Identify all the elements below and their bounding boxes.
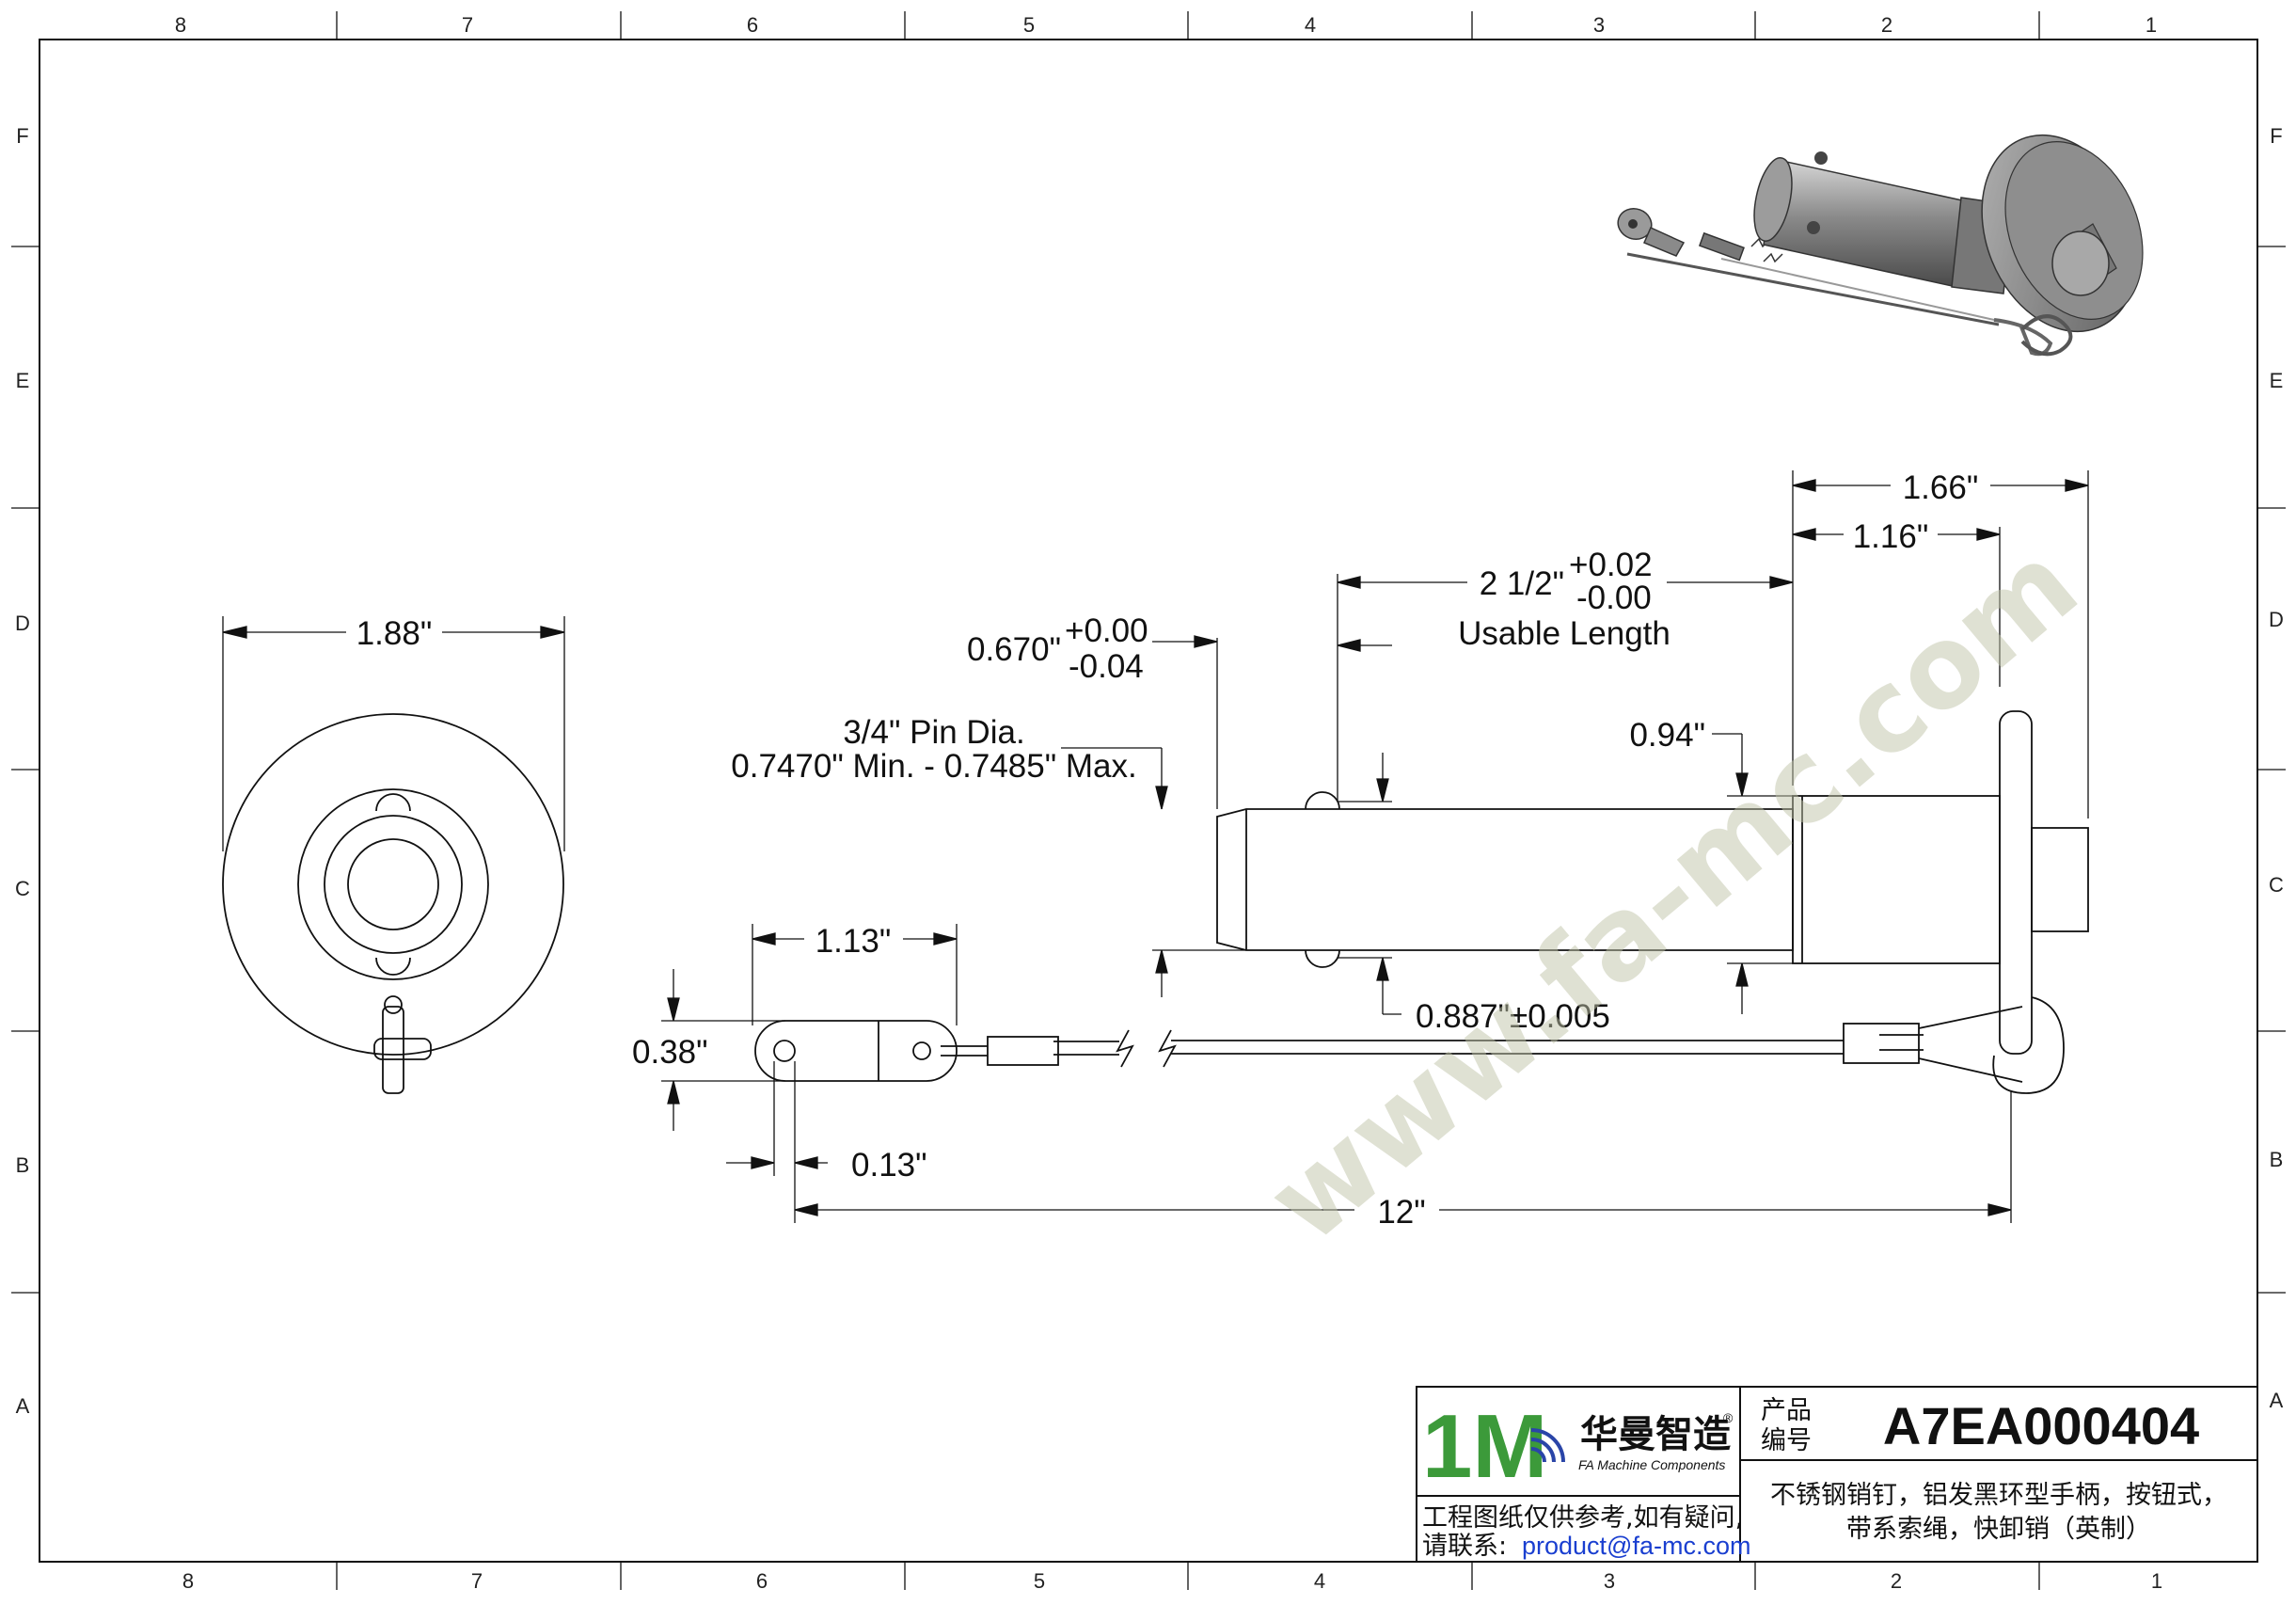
title-block	[1416, 1386, 2258, 1563]
grid-col-top: 8	[175, 13, 186, 37]
registered-mark: ®	[1723, 1410, 1734, 1425]
grid-col-top: 1	[2146, 13, 2157, 37]
grid-ticks	[11, 11, 2286, 1590]
grid-col-top: 6	[747, 13, 758, 37]
grid-col-bottom: 2	[1891, 1569, 1902, 1593]
tab-width-label: 0.38"	[632, 1034, 708, 1071]
brand-en: FA Machine Components	[1578, 1457, 1725, 1472]
drawing-note: 工程图纸仅供参考,如有疑问,	[1422, 1503, 1743, 1533]
product-label-2: 编号	[1761, 1426, 1812, 1455]
product-description-line1: 不锈钢销钉，铝发黑环型手柄，按钮式，	[1770, 1481, 2227, 1510]
grid-row-right: A	[2270, 1389, 2284, 1412]
drawing-border	[39, 39, 2258, 1563]
usable-length-value: 2 1/2"	[1480, 565, 1564, 602]
product-label-1: 产品	[1761, 1396, 1812, 1425]
grid-row-left: D	[15, 612, 30, 635]
end-view	[222, 713, 564, 1094]
grid-row-left: F	[16, 124, 28, 148]
contact-prefix: 请联系:	[1422, 1532, 1507, 1561]
grid-row-right: E	[2270, 369, 2284, 392]
overall-length-label: 1.66"	[1903, 469, 1979, 506]
grid-row-right: B	[2270, 1148, 2284, 1171]
contact-email-link[interactable]: product@fa-mc.com	[1522, 1532, 1750, 1560]
usable-tol-minus: -0.00	[1576, 580, 1652, 616]
flange-dia-label: 1.88"	[356, 615, 433, 652]
grid-row-left: B	[16, 1153, 30, 1177]
grid-col-bottom: 4	[1314, 1569, 1325, 1593]
grid-col-top: 7	[462, 13, 473, 37]
tab-length-label: 1.13"	[815, 923, 892, 960]
logo-mark: 1M	[1422, 1396, 1547, 1497]
grid-row-left: A	[16, 1394, 30, 1418]
grid-row-left: C	[15, 877, 30, 900]
grid-col-top: 3	[1593, 13, 1605, 37]
tab-hole-label: 0.13"	[851, 1147, 927, 1184]
grid-col-top: 2	[1881, 13, 1892, 37]
usable-length-caption: Usable Length	[1458, 615, 1671, 652]
ball-tol-plus: +0.00	[1065, 612, 1148, 649]
pin-dia-label: 3/4" Pin Dia.	[843, 714, 1024, 751]
usable-tol-plus: +0.02	[1569, 547, 1653, 583]
side-view-dimensions	[661, 470, 2089, 1223]
grid-col-bottom: 7	[471, 1569, 483, 1593]
product-code: A7EA000404	[1883, 1396, 2199, 1455]
grid-col-bottom: 5	[1034, 1569, 1045, 1593]
ball-dia-value: 0.670"	[967, 631, 1061, 668]
ball-tol-minus: -0.04	[1069, 648, 1144, 685]
product-description-line2: 带系索绳，快卸销（英制）	[1846, 1515, 2151, 1544]
grid-row-right: D	[2269, 608, 2284, 631]
grid-row-left: E	[16, 369, 30, 392]
isometric-view	[1617, 134, 2144, 357]
watermark-text: www.fa-mc.com	[1244, 519, 2102, 1269]
groove-label: 0.887"±0.005	[1416, 998, 1610, 1035]
grid-row-right: F	[2270, 124, 2282, 148]
grid-col-top: 4	[1305, 13, 1316, 37]
collar-label: 0.94"	[1629, 717, 1705, 754]
grid-col-bottom: 3	[1604, 1569, 1615, 1593]
cable-length-label: 12"	[1377, 1194, 1425, 1231]
grid-col-top: 5	[1023, 13, 1035, 37]
side-view	[754, 710, 2089, 1094]
pin-dia-tolerance: 0.7470" Min. - 0.7485" Max.	[731, 748, 1136, 785]
grid-row-right: C	[2269, 873, 2284, 897]
grid-col-bottom: 6	[756, 1569, 768, 1593]
brand-cn: 华曼智造	[1580, 1414, 1731, 1455]
company-logo: 1M 华曼智造 ® FA Machine Components	[1422, 1396, 1734, 1497]
grid-col-bottom: 1	[2151, 1569, 2162, 1593]
grip-length-label: 1.16"	[1853, 518, 1929, 555]
grid-col-bottom: 8	[182, 1569, 194, 1593]
dim-flange-dia	[222, 616, 565, 851]
